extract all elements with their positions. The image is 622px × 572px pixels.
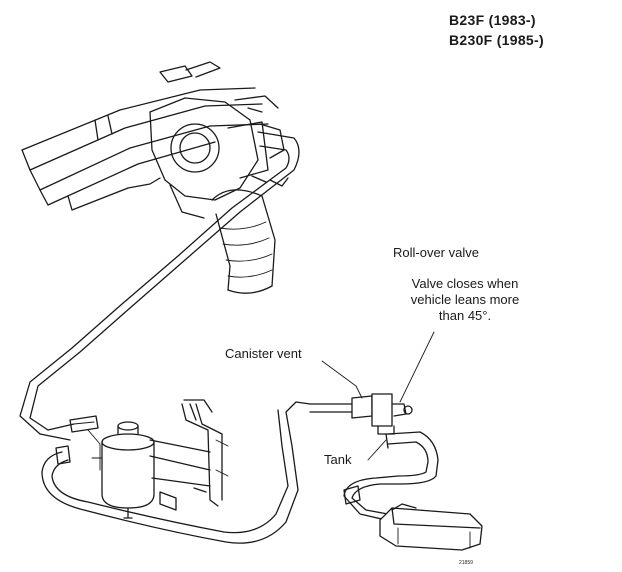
engine-model-label-2: B230F (1985-) [449,32,544,48]
rollover-note-line-3: than 45°. [438,308,492,323]
rollover-note-line-2: vehicle leans more [410,292,520,307]
intake-manifold [21,61,279,211]
air-intake-hose [211,189,276,294]
rollover-valve [351,393,413,449]
fuel-tank [379,503,483,551]
tank-hose [343,431,439,521]
leader-lines [321,331,435,461]
throttle-body [149,97,289,219]
canister-hoses [41,401,353,544]
vapour-hose [19,131,300,441]
rollover-note-line-1: Valve closes when [411,276,519,291]
canister-bracket [149,399,229,511]
canister-vent-label: Canister vent [225,346,302,361]
charcoal-canister [69,415,155,519]
rollover-valve-note: Valve closes when vehicle leans more tha… [380,276,550,324]
rollover-valve-label: Roll-over valve [393,245,479,260]
figure-code: 21859 [459,560,473,566]
engine-model-label-1: B23F (1983-) [449,12,536,28]
tank-label: Tank [324,452,352,467]
